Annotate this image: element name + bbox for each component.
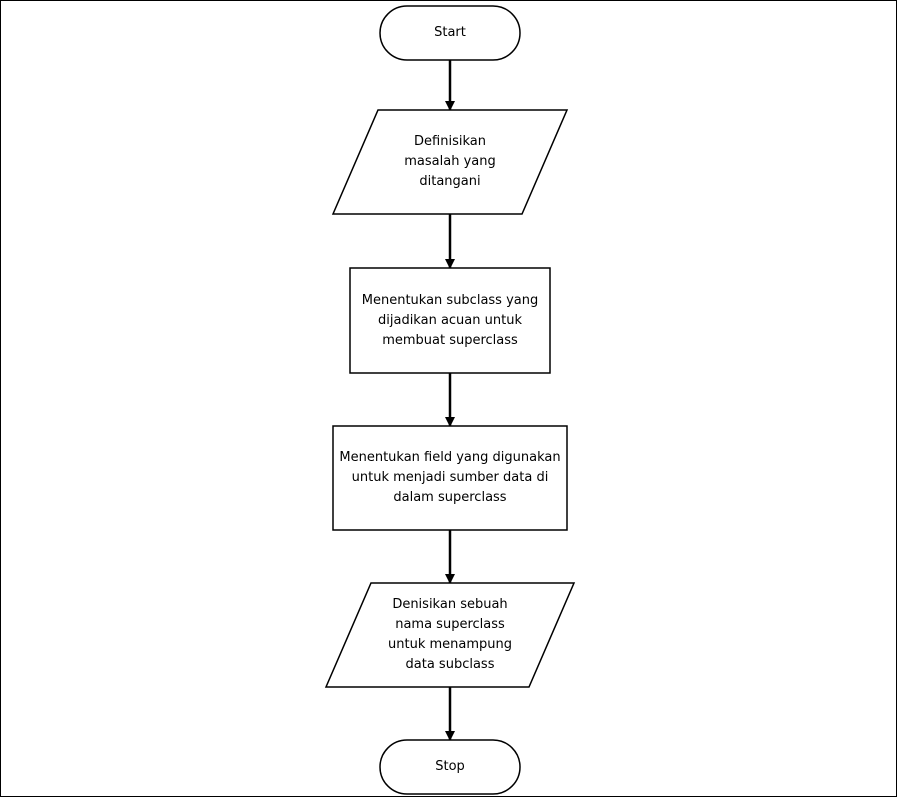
node-define-problem [331, 109, 569, 215]
nodes-layer [324, 5, 576, 795]
node-label-line: untuk menampung [388, 637, 512, 652]
node-label-line: Stop [435, 759, 465, 774]
node-label-choose-field: Menentukan field yang digunakan untuk men… [333, 426, 567, 530]
node-choose-field [332, 425, 568, 531]
node-label-line: untuk menjadi sumber data di [351, 470, 549, 485]
node-label-line: dalam superclass [393, 490, 507, 505]
node-label-line: Menentukan subclass yang [361, 292, 539, 308]
node-choose-subclass [349, 267, 551, 374]
node-start [379, 5, 521, 61]
node-stop [379, 739, 521, 795]
node-label-line: Definisikan [414, 134, 486, 149]
node-label-line: Start [434, 25, 466, 40]
node-label-define-superclass: Denisikan sebuah nama superclass untuk men… [326, 583, 574, 687]
node-label-line: Menentukan field yang digunakan [339, 450, 561, 465]
node-label-stop: Stop [380, 740, 520, 794]
node-label-choose-subclass: Menentukan subclass yang dijadikan acuan … [350, 268, 550, 373]
node-define-superclass [324, 582, 576, 688]
node-label-line: masalah yang [404, 154, 496, 169]
node-label-line: nama superclass [395, 617, 505, 632]
node-label-define-problem: Definisikan masalah yang ditangani [333, 110, 567, 214]
node-label-line: data subclass [405, 657, 495, 672]
node-label-line: membuat superclass [382, 332, 518, 348]
node-label-start: Start [380, 6, 520, 60]
node-label-line: Denisikan sebuah [392, 597, 508, 612]
node-label-line: dijadikan acuan untuk [378, 312, 522, 328]
node-label-line: ditangani [419, 174, 481, 189]
